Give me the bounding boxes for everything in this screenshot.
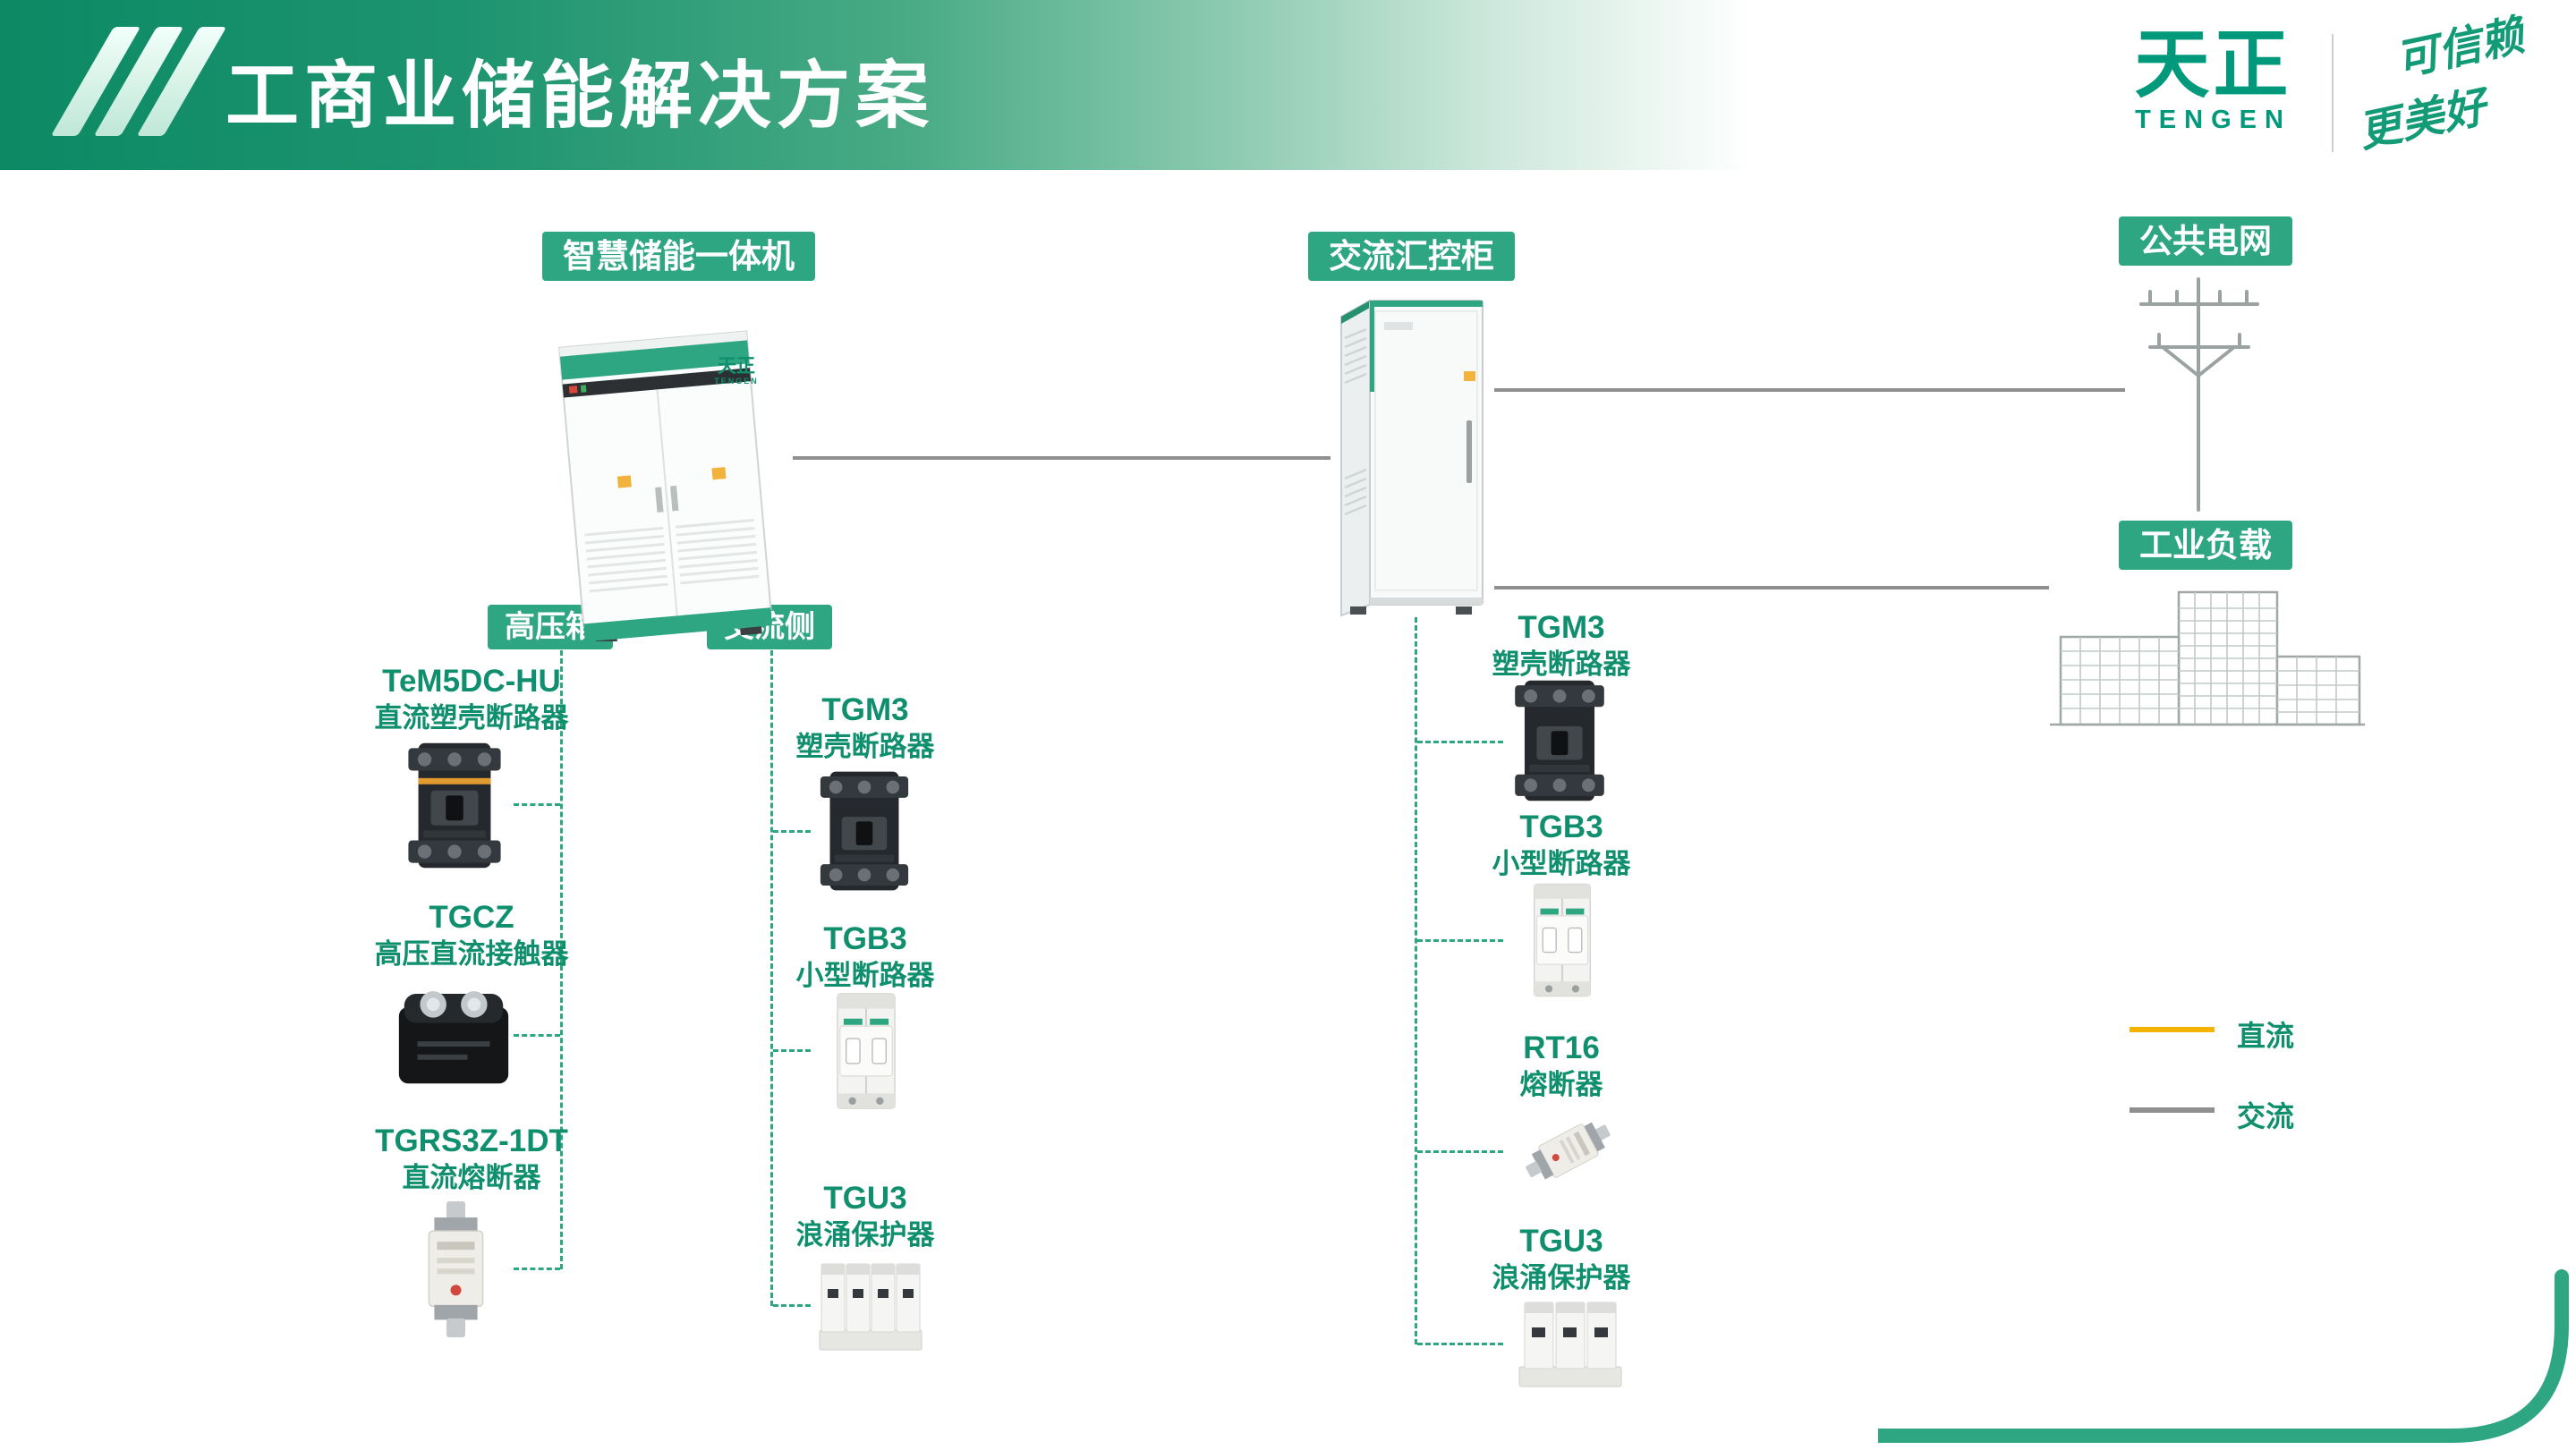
hv-box-connector-vertical	[560, 650, 563, 1269]
dc-fuse-product-image	[428, 1201, 484, 1337]
mcb-product-image	[1534, 883, 1591, 997]
slogan-line-2: 更美好	[2353, 81, 2491, 158]
cabinet-brand-sub: TENGEN	[714, 377, 759, 386]
mccb-product-image	[820, 771, 909, 891]
product-model: TeM5DC-HU	[382, 664, 561, 699]
product-desc: 小型断路器	[1492, 848, 1631, 879]
legend-dc-label: 直流	[2237, 1020, 2295, 1052]
brand-logo-text: 天正	[2134, 22, 2292, 106]
product-label-accab-3: RT16 熔断器	[1520, 1029, 1603, 1103]
product-desc: 塑壳断路器	[795, 731, 935, 762]
product-desc: 直流塑壳断路器	[374, 702, 569, 733]
ac-cabinet-connector-stub-1	[1417, 741, 1503, 743]
product-model: RT16	[1523, 1030, 1600, 1065]
ac-side-connector-stub-2	[773, 1049, 811, 1052]
ac-side-connector-stub-1	[773, 830, 811, 833]
cabinet-brand-mark: 天正 TENGEN	[705, 356, 768, 386]
product-label-acside-3: TGU3 浪涌保护器	[796, 1179, 935, 1253]
ac-cabinet-label: 交流汇控柜	[1308, 232, 1515, 281]
product-model: TGM3	[1518, 610, 1605, 645]
product-model: TGCZ	[429, 900, 514, 935]
spd-product-image	[819, 1263, 922, 1351]
industrial-building-illustration	[2050, 590, 2365, 726]
product-desc: 高压直流接触器	[374, 938, 569, 970]
ac-side-connector-vertical	[770, 650, 773, 1306]
ac-line-swatch	[2130, 1107, 2215, 1113]
product-model: TGU3	[823, 1181, 907, 1216]
spd-product-image	[1518, 1302, 1622, 1387]
product-model: TGB3	[1519, 810, 1603, 844]
product-label-hv-1: TeM5DC-HU 直流塑壳断路器	[375, 662, 569, 736]
product-label-hv-2: TGCZ 高压直流接触器	[375, 898, 569, 972]
ac-cabinet-connector-stub-3	[1417, 1150, 1503, 1153]
contactor-product-image	[398, 991, 509, 1084]
product-desc: 熔断器	[1519, 1069, 1603, 1100]
public-grid-label: 公共电网	[2119, 216, 2292, 266]
product-model: TGRS3Z-1DT	[375, 1124, 568, 1158]
product-desc: 直流熔断器	[402, 1162, 541, 1193]
hv-box-connector-stub-3	[514, 1268, 560, 1270]
product-label-hv-3: TGRS3Z-1DT 直流熔断器	[375, 1122, 568, 1196]
product-desc: 浪涌保护器	[795, 1219, 935, 1251]
utility-pole-illustration	[2139, 277, 2259, 512]
legend-ac-label: 交流	[2237, 1100, 2295, 1132]
mcb-product-image	[837, 993, 896, 1109]
brand-logo: 天正 TENGEN	[2117, 25, 2309, 135]
dc-line-swatch	[2130, 1027, 2215, 1032]
product-model: TGM3	[821, 692, 909, 727]
product-label-accab-1: TGM3 塑壳断路器	[1492, 608, 1631, 683]
corner-accent-decoration	[1878, 1269, 2569, 1443]
page-title: 工商业储能解决方案	[225, 55, 935, 137]
ac-line-storage-to-cabinet	[793, 456, 1331, 460]
hv-box-connector-stub-2	[514, 1034, 560, 1037]
product-label-acside-1: TGM3 塑壳断路器	[796, 691, 935, 765]
cabinet-brand-text: 天正	[718, 356, 755, 377]
product-model: TGU3	[1519, 1224, 1603, 1259]
header-divider	[2332, 34, 2334, 152]
industrial-load-label: 工业负载	[2119, 521, 2292, 570]
product-desc: 浪涌保护器	[1492, 1262, 1631, 1293]
ac-cabinet-connector-stub-2	[1417, 939, 1503, 942]
triple-slash-icon	[50, 27, 227, 136]
product-label-accab-4: TGU3 浪涌保护器	[1492, 1222, 1631, 1296]
product-model: TGB3	[823, 921, 907, 956]
ac-cabinet-connector-stub-4	[1417, 1343, 1503, 1345]
mccb-product-image	[408, 742, 501, 869]
brand-slogan: 可信赖 更美好	[2353, 11, 2559, 158]
product-label-acside-2: TGB3 小型断路器	[796, 920, 935, 994]
product-desc: 小型断路器	[795, 960, 935, 991]
ac-cabinet-connector-vertical	[1415, 617, 1417, 1344]
brand-logo-sub: TENGEN	[2135, 106, 2291, 134]
hv-box-connector-stub-1	[514, 803, 560, 806]
ac-fuse-product-image	[1526, 1122, 1611, 1180]
storage-unit-label: 智慧储能一体机	[542, 232, 815, 281]
ac-cabinet-illustration	[1340, 299, 1484, 617]
product-label-accab-2: TGB3 小型断路器	[1492, 808, 1631, 882]
header-band: 工商业储能解决方案	[0, 0, 2576, 170]
ac-line-cabinet-to-load	[1494, 586, 2049, 589]
mccb-product-image	[1515, 680, 1604, 801]
ac-side-connector-stub-3	[773, 1304, 811, 1307]
product-desc: 塑壳断路器	[1492, 649, 1631, 680]
storage-cabinet-illustration	[557, 330, 773, 641]
ac-line-cabinet-to-grid	[1494, 388, 2125, 392]
